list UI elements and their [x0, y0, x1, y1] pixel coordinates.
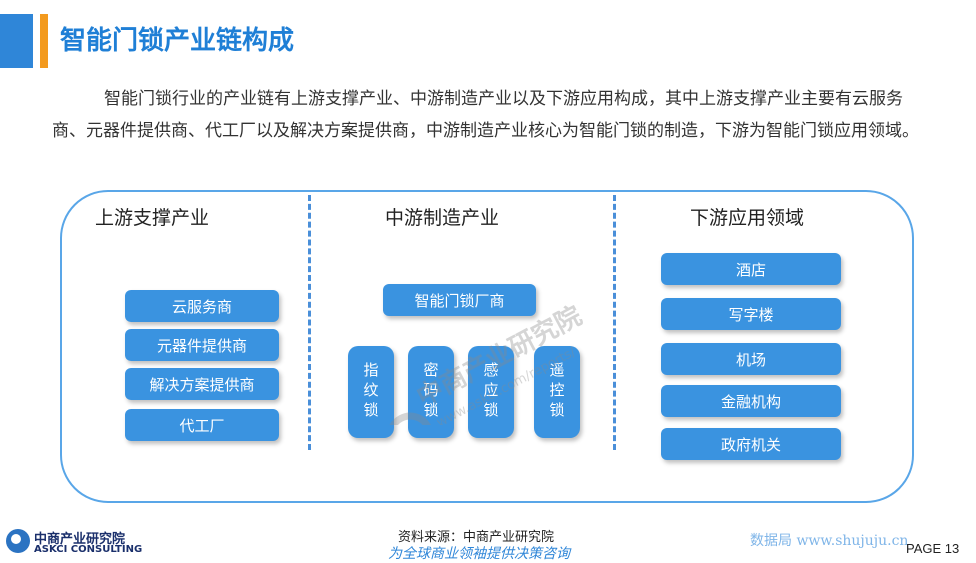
upstream-item: 解决方案提供商: [125, 368, 279, 400]
lock-type-box: 指纹锁: [348, 346, 394, 438]
upstream-item: 云服务商: [125, 290, 279, 322]
slogan: 为全球商业领袖提供决策咨询: [388, 546, 570, 562]
lock-type-box: 遥控锁: [534, 346, 580, 438]
maker-box: 智能门锁厂商: [383, 284, 536, 316]
lock-type-label: 感应锁: [481, 362, 500, 422]
lock-type-label: 密码锁: [421, 362, 440, 422]
column-divider-right: [613, 195, 616, 450]
lock-type-label: 遥控锁: [547, 362, 566, 422]
site-watermark: 数据局 www.shujuju.cn: [750, 533, 909, 549]
downstream-item: 酒店: [661, 253, 841, 285]
company-logo: 中商产业研究院 ASKCI CONSULTING: [6, 527, 166, 559]
page-number: PAGE 13: [906, 541, 960, 556]
page-title: 智能门锁产业链构成: [60, 26, 295, 56]
lock-type-label: 指纹锁: [361, 362, 380, 422]
logo-name-cn: 中商产业研究院: [34, 532, 126, 547]
title-accent-bar: [0, 14, 33, 68]
column-divider-left: [308, 195, 311, 450]
upstream-item: 代工厂: [125, 409, 279, 441]
lock-type-box: 感应锁: [468, 346, 514, 438]
diagram-frame: [60, 190, 914, 503]
midstream-heading: 中游制造产业: [385, 207, 500, 229]
downstream-item: 政府机关: [661, 428, 841, 460]
lock-type-box: 密码锁: [408, 346, 454, 438]
downstream-heading: 下游应用领域: [690, 207, 805, 229]
downstream-item: 金融机构: [661, 385, 841, 417]
source-note: 资料来源：中商产业研究院: [398, 530, 555, 545]
upstream-heading: 上游支撑产业: [95, 207, 210, 229]
intro-paragraph: 智能门锁行业的产业链有上游支撑产业、中游制造产业以及下游应用构成，其中上游支撑产…: [52, 83, 927, 147]
downstream-item: 机场: [661, 343, 841, 375]
downstream-item: 写字楼: [661, 298, 841, 330]
upstream-item: 元器件提供商: [125, 329, 279, 361]
title-accent-bar-orange: [40, 14, 48, 68]
intro-text: 智能门锁行业的产业链有上游支撑产业、中游制造产业以及下游应用构成，其中上游支撑产…: [52, 89, 919, 141]
logo-name-en: ASKCI CONSULTING: [34, 544, 143, 555]
logo-icon: [6, 529, 30, 553]
